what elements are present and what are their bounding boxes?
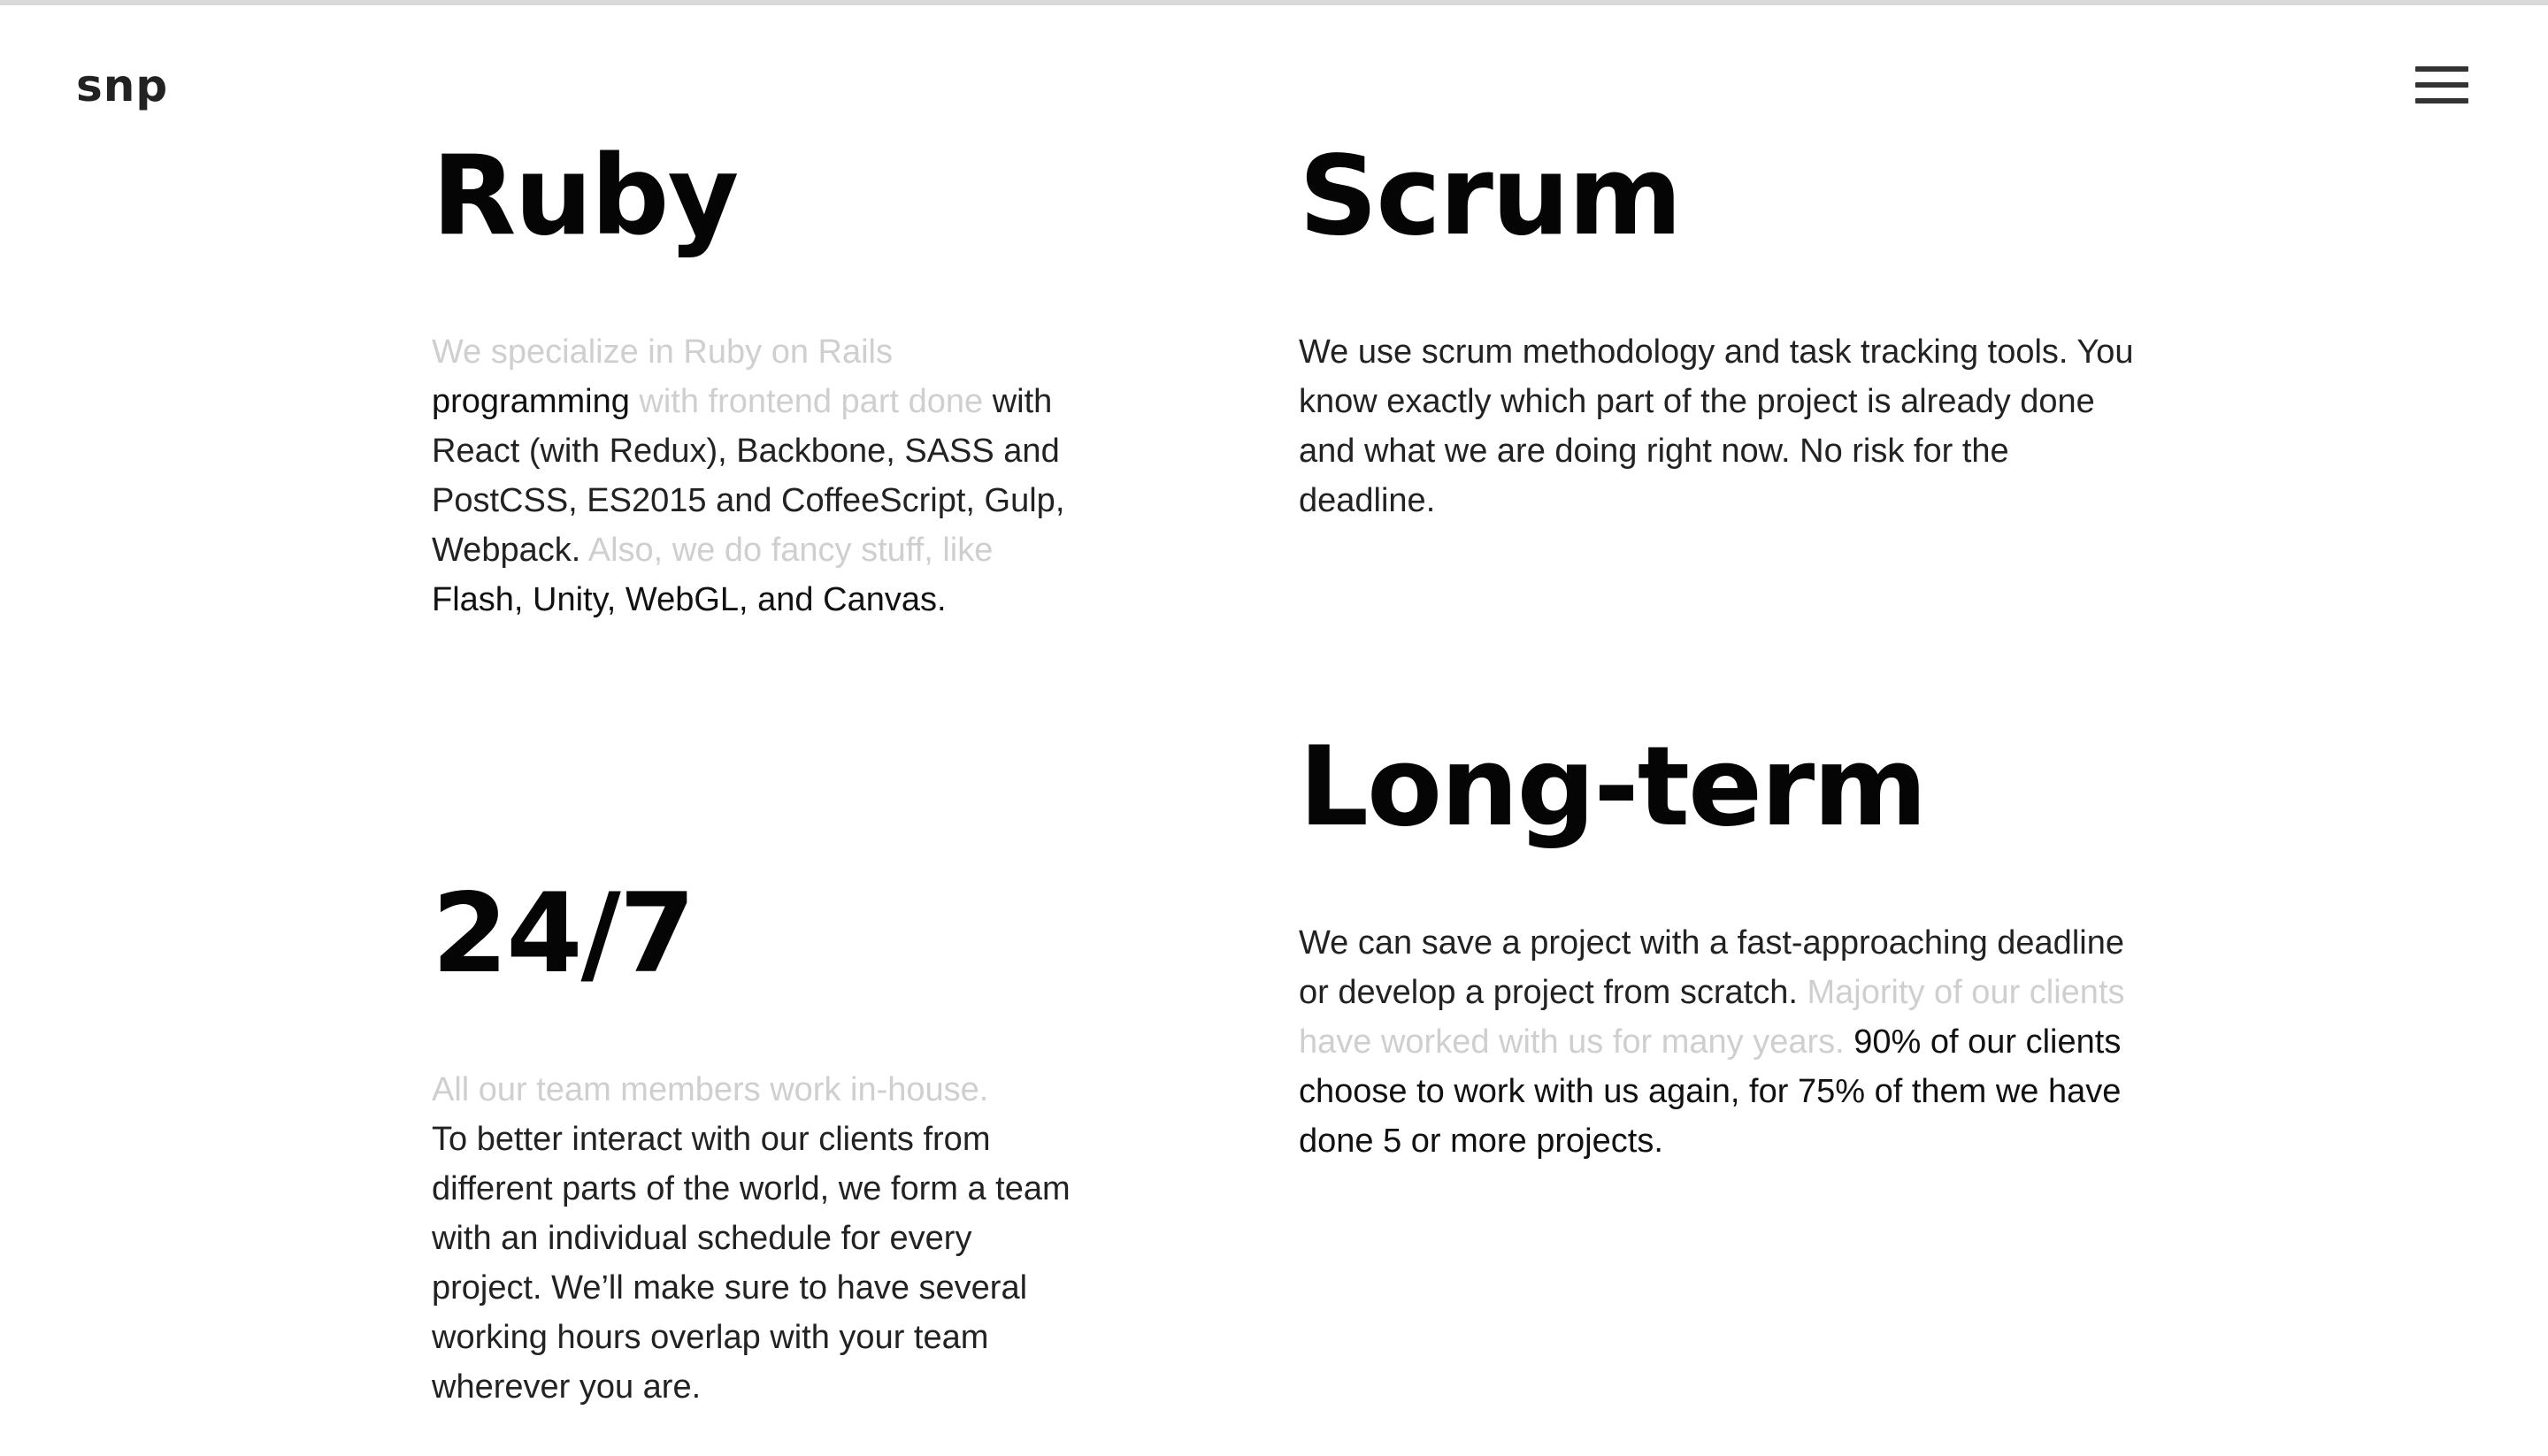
longterm-text-2: 90% of our clients choose to work with u…: [1299, 1023, 2122, 1160]
top-border: [0, 0, 2548, 5]
availability-description: All our team members work in-house. To be…: [432, 1065, 1086, 1412]
menu-bar: [2415, 66, 2468, 72]
ruby-heading: Ruby: [432, 133, 739, 260]
availability-text: To better interact with our clients from…: [432, 1121, 1071, 1406]
ruby-section: Ruby We specialize in Ruby on Rails prog…: [432, 134, 1104, 625]
availability-heading: 24/7: [432, 870, 695, 998]
hamburger-menu-icon[interactable]: [2408, 62, 2470, 111]
longterm-text-1: We can save a project with a fast-approa…: [1299, 924, 2124, 1011]
ruby-text-muted-1: We specialize in Ruby on Rails: [432, 333, 893, 371]
scrum-heading: Scrum: [1299, 133, 1682, 260]
ruby-description: We specialize in Ruby on Rails programmi…: [432, 327, 1086, 625]
availability-text-muted: All our team members work in-house.: [432, 1071, 989, 1108]
menu-bar: [2415, 98, 2468, 103]
ruby-text-muted-2: with frontend part done: [639, 383, 993, 420]
scrum-description: We use scrum methodology and task tracki…: [1299, 333, 2134, 519]
menu-bar: [2415, 82, 2468, 88]
ruby-text-2: with React (with Redux), Backbone, SASS …: [432, 383, 1065, 569]
site-logo[interactable]: snp: [76, 60, 169, 111]
longterm-heading: Long-term: [1299, 724, 1927, 851]
scrum-section: Scrum We use scrum methodology and task …: [1299, 134, 2183, 525]
longterm-text-muted: Majority of our clients have worked with…: [1299, 974, 2125, 1061]
ruby-text-muted-3: Also, we do fancy stuff, like: [587, 532, 994, 569]
longterm-section: Long-term We can save a project with a f…: [1299, 725, 2183, 1166]
ruby-text-1: programming: [432, 383, 640, 420]
longterm-description: We can save a project with a fast-approa…: [1299, 918, 2148, 1166]
availability-section: 24/7 All our team members work in-house.…: [432, 872, 1104, 1412]
ruby-text-3: Flash, Unity, WebGL, and Canvas.: [432, 581, 947, 618]
